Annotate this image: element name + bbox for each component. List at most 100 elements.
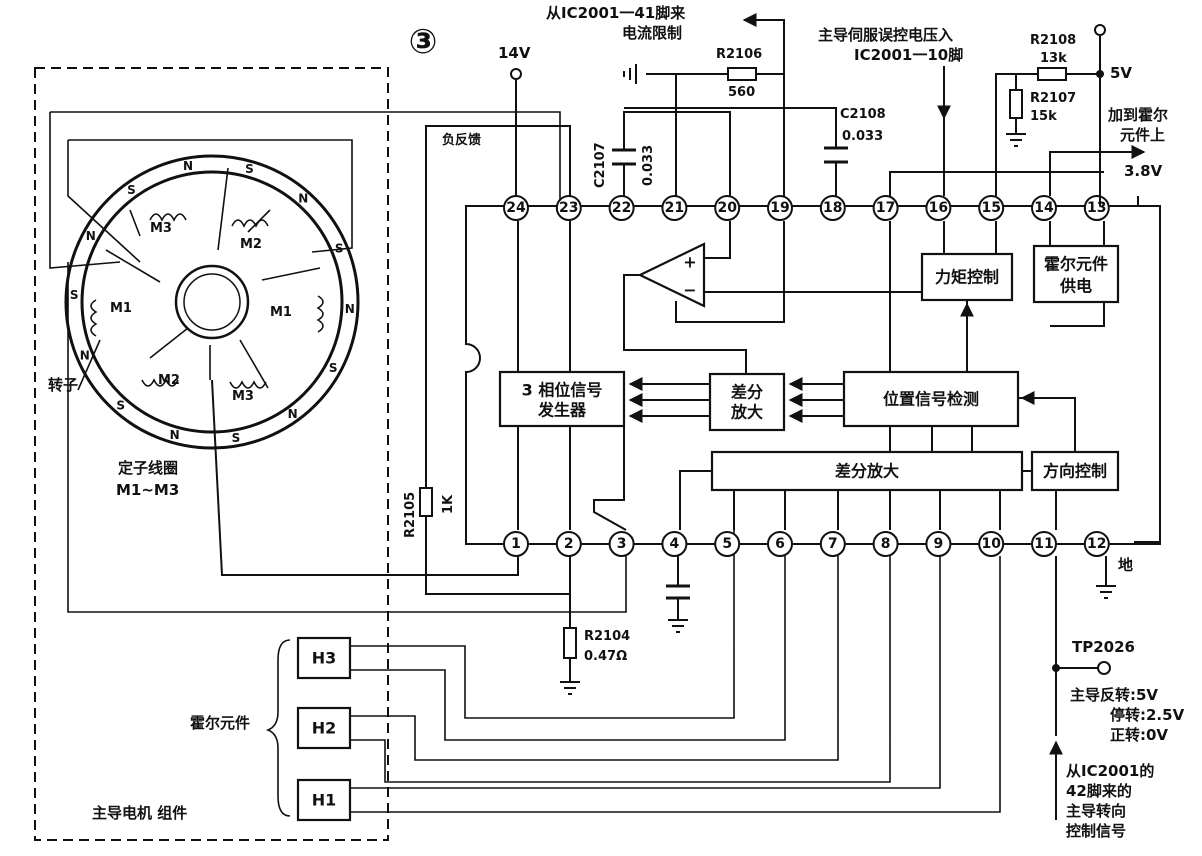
ic-top-pin-number: 22 (612, 200, 631, 216)
ic-top-pin-circle (1031, 195, 1057, 221)
motor-stator (64, 154, 360, 450)
motor-assembly-label: 主导电机 组件 (92, 804, 187, 822)
ic-top-pin-number: 18 (823, 200, 842, 216)
ic-top-pin-number: 21 (665, 200, 684, 216)
coil-m2-upper: M2 (240, 237, 262, 252)
tp2026-terminal (1097, 661, 1111, 675)
coil-m1-right: M1 (270, 305, 292, 320)
hall-supply-label-top: 加到霍尔 (1107, 106, 1168, 124)
pin12-ground-wire (1096, 556, 1116, 599)
direction-control-label: 方向控制 (1043, 462, 1107, 481)
hall-h1-label: H1 (312, 791, 337, 810)
op-amp-triangle (637, 242, 706, 308)
wire-stator-to-pin3 (67, 262, 627, 613)
ic-top-pin-circle (872, 195, 899, 221)
control-source-label-2: 42脚来的 (1066, 782, 1132, 800)
servo-error-label-2: IC2001一10脚 (854, 46, 963, 64)
winding-coils (90, 213, 324, 389)
stator-windings (105, 167, 321, 389)
ic-bottom-pin-circle (1083, 531, 1110, 557)
stator-coil-label: 定子线圈 (118, 459, 178, 477)
rotor-pole-letter: N (170, 428, 180, 442)
rotor-pole-letter: N (288, 407, 298, 421)
ic-top-pin-number: 17 (876, 200, 895, 216)
hall-supply-out-wire (1049, 151, 1110, 196)
ic-top-pin-circle (661, 195, 688, 221)
three-phase-label-2: 发生器 (537, 401, 587, 420)
ic-bottom-pin-circle (872, 531, 899, 557)
figure-number: ③ (409, 22, 438, 62)
c2108-name: C2108 (840, 107, 886, 122)
ic-top-pin-circle (978, 195, 1005, 221)
ic-bottom-pin-number: 6 (775, 536, 785, 552)
rotor-pole-letter: S (232, 431, 241, 445)
hall-h3-label: H3 (312, 649, 337, 668)
hall-supply-label-1: 霍尔元件 (1044, 255, 1108, 274)
rotor-pole-letter: S (127, 183, 136, 197)
torque-control-block (920, 252, 1014, 302)
current-limit-label-1: 从IC2001一41脚来 (546, 4, 686, 22)
c2108-value: 0.033 (842, 129, 883, 144)
ic-bottom-pin-number: 2 (564, 536, 574, 552)
r2107-body (1009, 89, 1023, 119)
ic-top-pin-number: 13 (1087, 200, 1106, 216)
rotor-pole-letter: S (116, 399, 125, 413)
rotor-pole-letter: N (80, 349, 90, 363)
ic-top-pin-number: 14 (1034, 200, 1054, 216)
ic-bottom-pin-circle (555, 531, 582, 557)
ic-bottom-pin-number: 3 (617, 536, 627, 552)
r2108-wire (995, 73, 1100, 196)
hall-elements-label: 霍尔元件 (190, 714, 250, 732)
three-phase-generator-block (498, 370, 626, 428)
stop-voltage-label: 停转:2.5V (1110, 706, 1185, 724)
hall-h3-box (296, 636, 352, 680)
coil-m1-left: M1 (110, 301, 132, 316)
r2104-value: 0.47Ω (584, 649, 627, 664)
ic-top-pin-circle (1083, 195, 1110, 221)
r2106-name: R2106 (716, 47, 762, 62)
neg-feedback-wire (425, 125, 571, 488)
r2108-name: R2108 (1030, 33, 1076, 48)
ic-top-pin-circle (925, 195, 952, 221)
r2106-body (727, 67, 757, 81)
pin17-loop-wire (889, 171, 1104, 196)
diff-amp-large-label: 差分放大 (835, 462, 899, 481)
c2107-plates (612, 148, 636, 166)
motor-assembly-frame (34, 67, 389, 841)
ic-bottom-pin-number: 8 (881, 536, 891, 552)
r2107-value: 15k (1030, 109, 1057, 124)
rotor-pole-letter: N (298, 192, 308, 206)
diff-amp-large-block (710, 450, 1024, 492)
ic-top-pin-circle (819, 195, 846, 221)
motor-loop-wire-2 (49, 111, 561, 269)
v38-label: 3.8V (1124, 162, 1163, 180)
ic-bottom-pin-circle (819, 531, 846, 557)
r2105-wire (425, 516, 570, 595)
ic-outline (465, 205, 1161, 545)
v5-terminal-top (1094, 24, 1106, 36)
ic-top-pin-circle (767, 195, 793, 221)
v14-terminal (510, 68, 522, 80)
ground-label: 地 (1118, 556, 1133, 574)
tp2026-label: TP2026 (1072, 638, 1135, 656)
r2104-name: R2104 (584, 629, 630, 644)
hall-supply-label-2: 供电 (1059, 277, 1092, 296)
ic-bottom-pin-number: 12 (1087, 536, 1106, 552)
ground-pin4 (668, 619, 688, 633)
v5-node (1096, 70, 1104, 78)
stator-coil-range: M1~M3 (116, 481, 179, 499)
hall-h1-box (296, 778, 352, 822)
ic-top-pin-number: 24 (506, 200, 526, 216)
hall-h2-label: H2 (312, 719, 337, 738)
ic-top-pin-number: 20 (717, 200, 737, 216)
rotor-pole-letter: N (86, 229, 96, 243)
control-source-label-3: 主导转向 (1066, 802, 1126, 820)
c2107-name: C2107 (593, 142, 608, 188)
coil-m3-lower: M3 (232, 389, 254, 404)
rotor-pole-letter: S (245, 162, 254, 176)
hall-supply-block (1032, 244, 1120, 304)
